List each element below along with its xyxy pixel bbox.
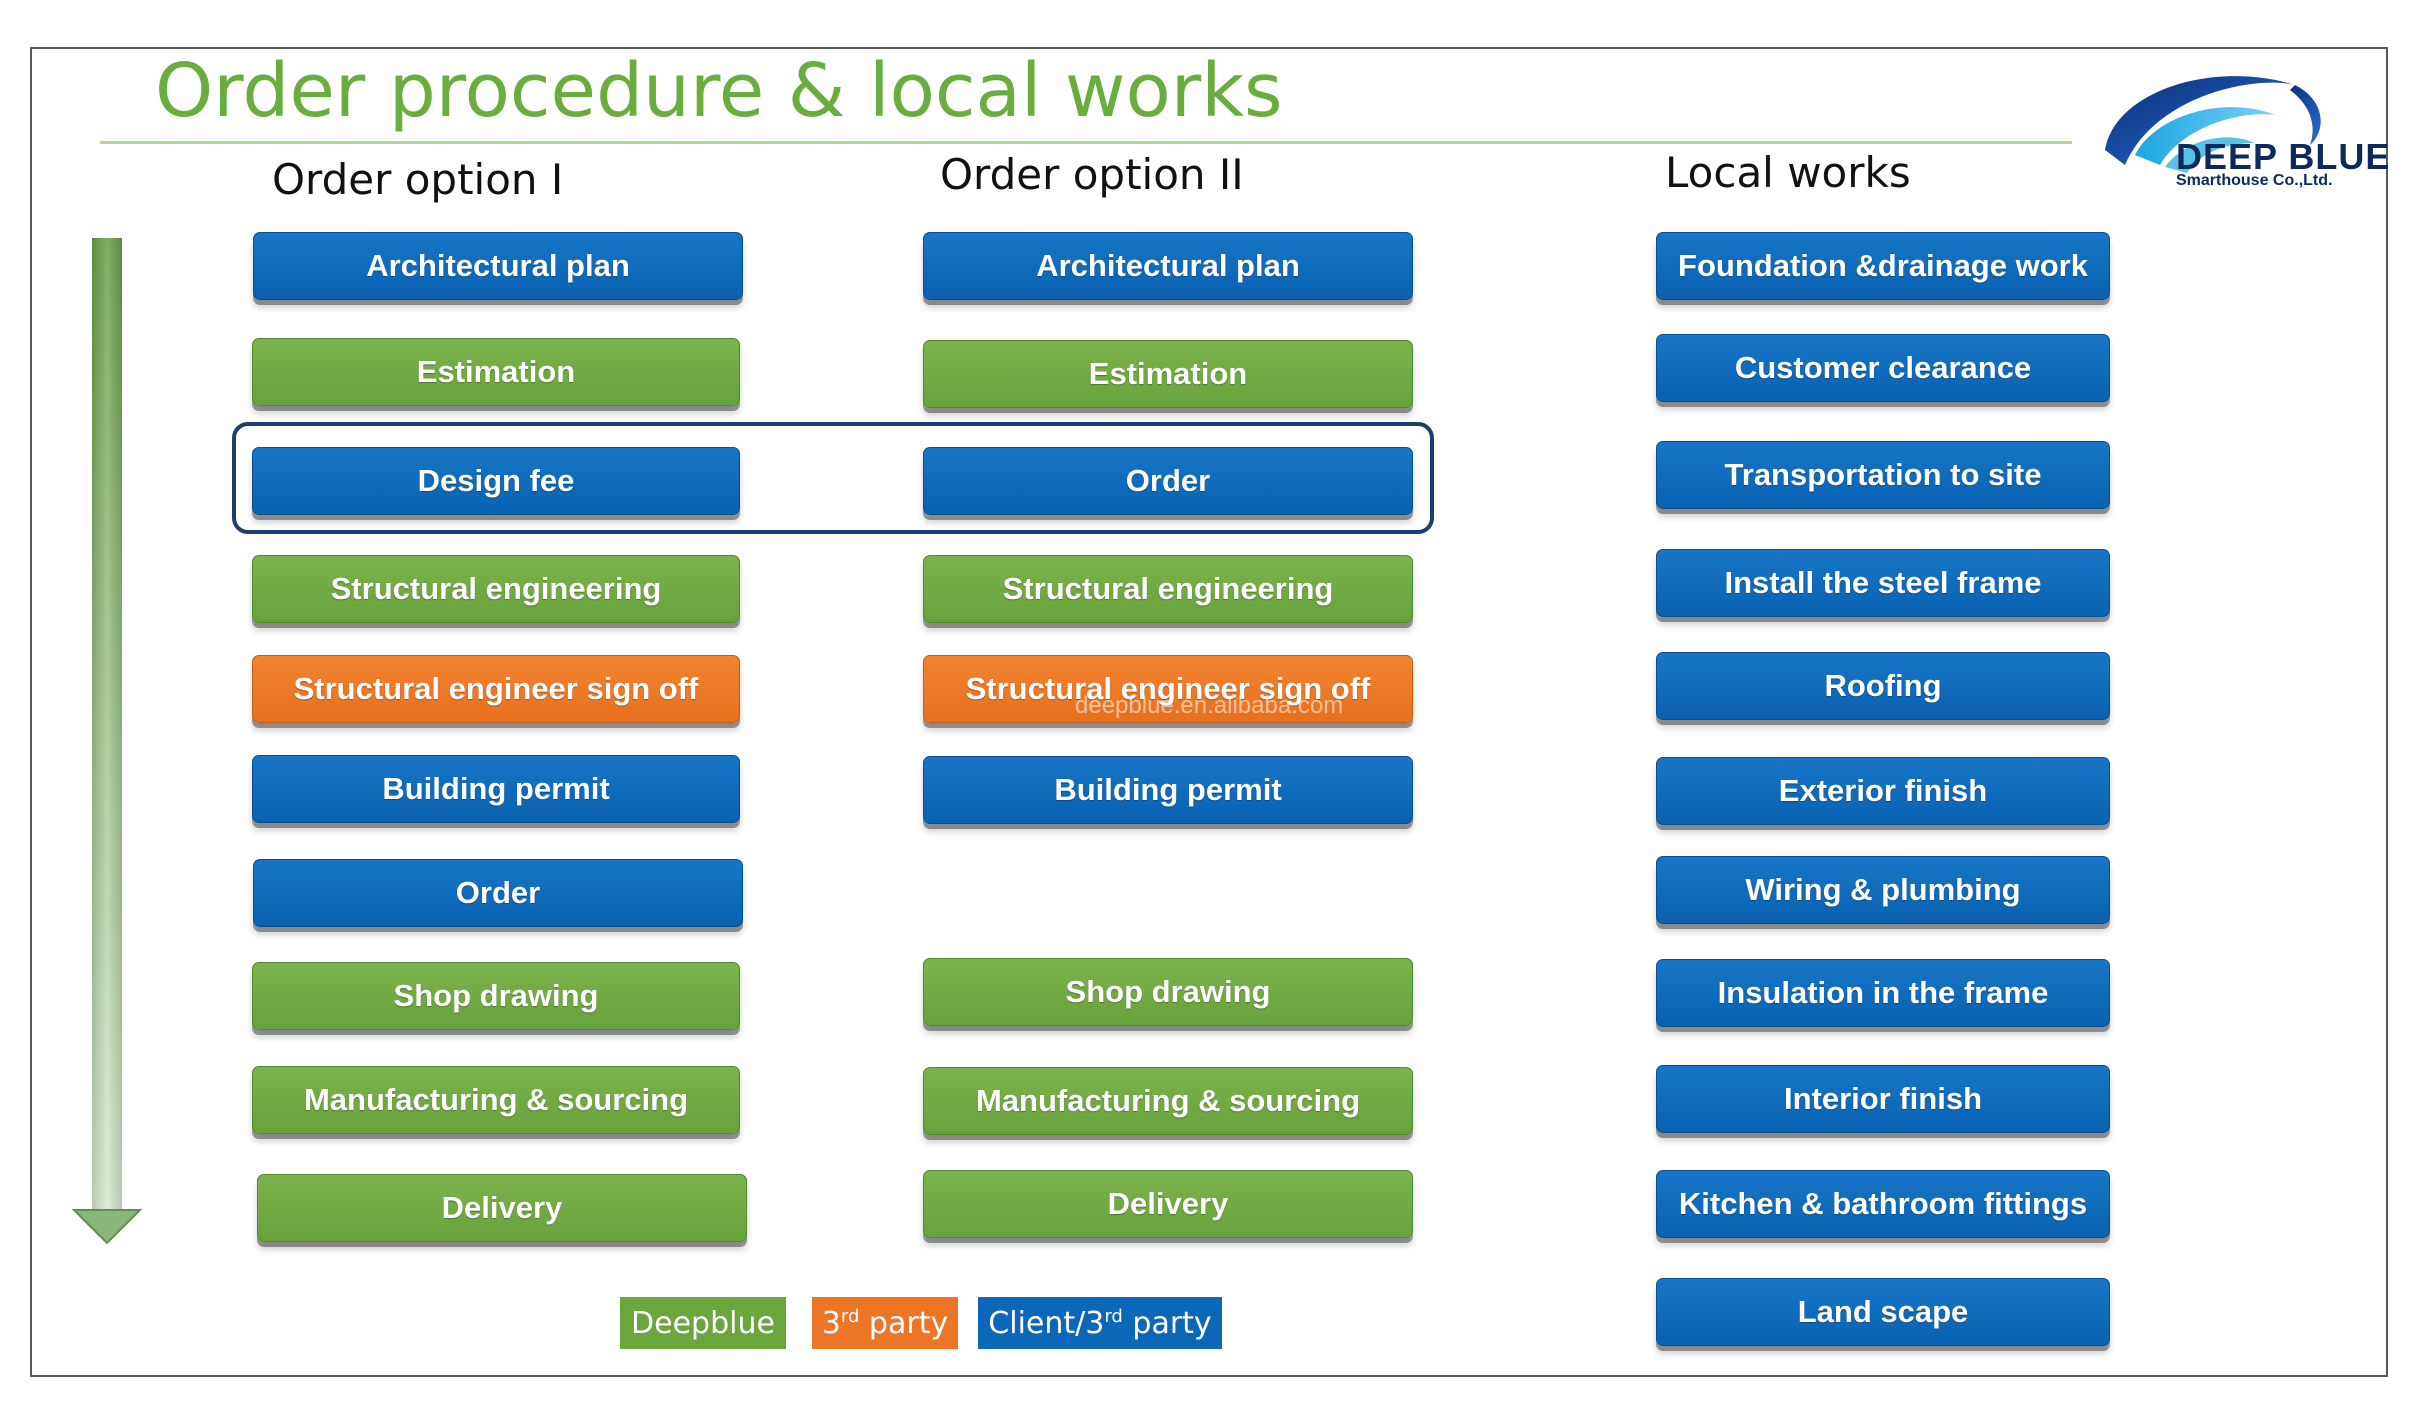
option1-heading: Order option I (272, 155, 564, 204)
local-works-step: Install the steel frame (1656, 549, 2110, 617)
option1-step: Estimation (252, 338, 740, 406)
option2-step: Structural engineer sign off (923, 655, 1413, 723)
legend-deepblue-label: Deepblue (631, 1305, 775, 1341)
option1-step: Order (253, 859, 743, 927)
local-works-step: Insulation in the frame (1656, 959, 2110, 1027)
option2-step: Manufacturing & sourcing (923, 1067, 1413, 1135)
option2-step: Estimation (923, 340, 1413, 408)
legend-client-label: Client/3rd party (988, 1305, 1212, 1341)
logo-subtitle: Smarthouse Co.,Ltd. (2176, 172, 2333, 189)
title-underline (100, 141, 2072, 144)
legend-third-party: 3rd party (812, 1297, 958, 1349)
option1-step: Building permit (252, 755, 740, 823)
slide-frame (30, 47, 2388, 1377)
option1-step: Shop drawing (252, 962, 740, 1030)
option1-step: Architectural plan (253, 232, 743, 300)
highlight-frame (232, 422, 1434, 534)
page-title: Order procedure & local works (155, 48, 1283, 134)
local-works-heading: Local works (1665, 148, 1911, 197)
option2-heading: Order option II (940, 150, 1244, 199)
local-works-step: Wiring & plumbing (1656, 856, 2110, 924)
option2-step: Shop drawing (923, 958, 1413, 1026)
local-works-step: Land scape (1656, 1278, 2110, 1346)
local-works-step: Kitchen & bathroom fittings (1656, 1170, 2110, 1238)
option2-step: Building permit (923, 756, 1413, 824)
down-arrow-icon (71, 238, 143, 1245)
local-works-step: Transportation to site (1656, 441, 2110, 509)
option1-step: Design fee (252, 447, 740, 515)
legend-third-label: 3rd party (821, 1305, 949, 1341)
watermark: deepblue.en.alibaba.com (1075, 692, 1344, 719)
option2-step: Delivery (923, 1170, 1413, 1238)
option1-step: Delivery (257, 1174, 747, 1242)
option2-step: Order (923, 447, 1413, 515)
option2-step: Structural engineering (923, 555, 1413, 623)
option2-step: Architectural plan (923, 232, 1413, 300)
legend-client-third-party: Client/3rd party (978, 1297, 1222, 1349)
local-works-step: Exterior finish (1656, 757, 2110, 825)
option1-step: Manufacturing & sourcing (252, 1066, 740, 1134)
option1-step: Structural engineer sign off (252, 655, 740, 723)
local-works-step: Customer clearance (1656, 334, 2110, 402)
local-works-step: Roofing (1656, 652, 2110, 720)
local-works-step: Foundation &drainage work (1656, 232, 2110, 300)
option1-step: Structural engineering (252, 555, 740, 623)
local-works-step: Interior finish (1656, 1065, 2110, 1133)
legend-deepblue: Deepblue (620, 1297, 786, 1349)
deep-blue-logo-icon (2105, 76, 2321, 173)
logo-wordmark: DEEP BLUE (2176, 136, 2391, 177)
